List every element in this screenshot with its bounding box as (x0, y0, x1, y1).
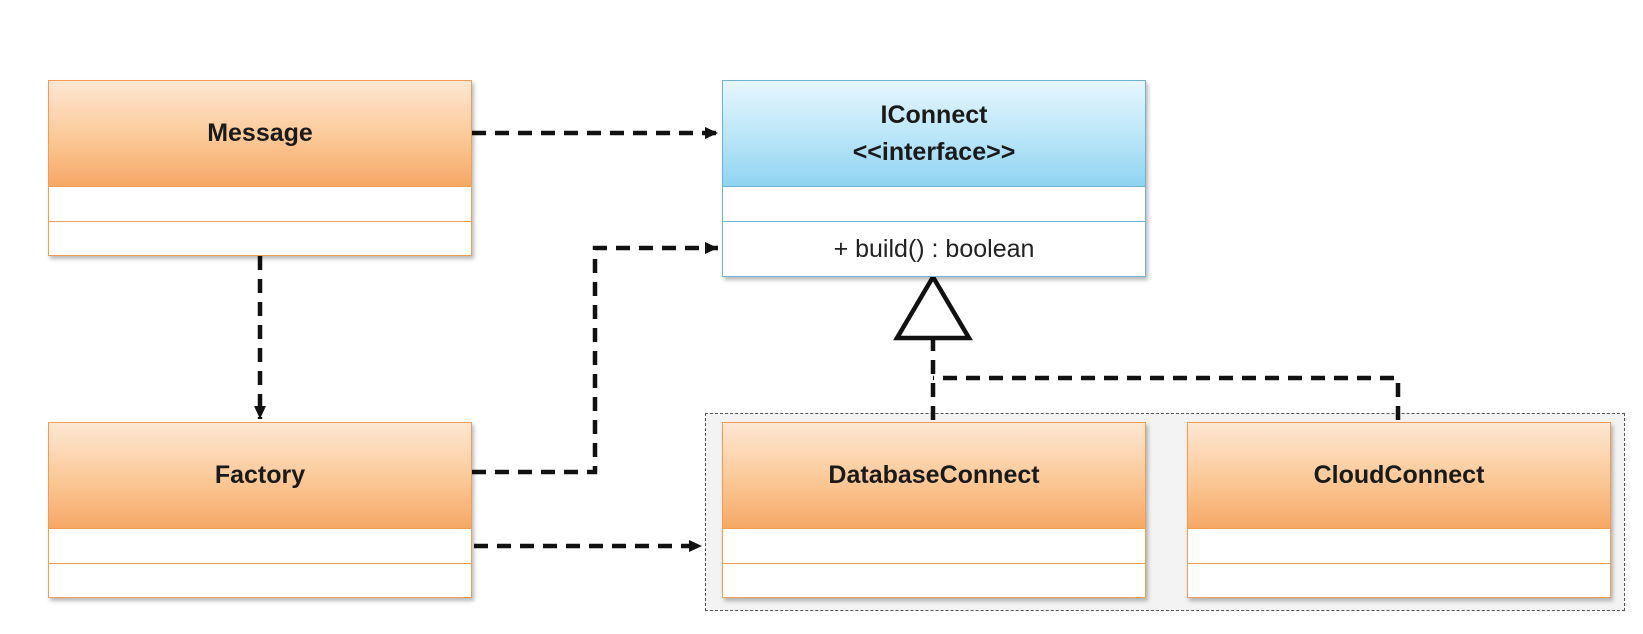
class-factory-methods (49, 564, 471, 597)
class-factory[interactable]: Factory (48, 422, 472, 598)
class-database-connect-title: DatabaseConnect (723, 423, 1145, 529)
class-factory-attributes (49, 529, 471, 564)
interface-iconnect-attributes (723, 187, 1145, 222)
interface-iconnect-name: IConnect (880, 101, 988, 130)
interface-iconnect-build-method: + build() : boolean (833, 234, 1035, 263)
interface-iconnect[interactable]: IConnect <<interface>> + build() : boole… (722, 80, 1146, 277)
class-message-title: Message (49, 81, 471, 187)
class-message-attributes (49, 187, 471, 222)
class-cloud-connect-title: CloudConnect (1188, 423, 1610, 529)
class-database-connect[interactable]: DatabaseConnect (722, 422, 1146, 598)
class-cloud-connect-attributes (1188, 529, 1610, 564)
class-cloud-connect-methods (1188, 564, 1610, 597)
dependency-factory-to-iconnect (472, 242, 718, 475)
interface-iconnect-methods: + build() : boolean (723, 222, 1145, 276)
class-cloud-connect-name: CloudConnect (1313, 461, 1485, 490)
class-factory-name: Factory (214, 461, 306, 490)
class-database-connect-name: DatabaseConnect (828, 461, 1040, 490)
class-database-connect-methods (723, 564, 1145, 597)
class-message-name: Message (207, 119, 313, 148)
realization-triangle-icon (893, 272, 973, 341)
realization-cloud-connect (933, 375, 1401, 420)
interface-iconnect-stereotype: <<interface>> (852, 137, 1016, 166)
interface-iconnect-title: IConnect <<interface>> (723, 81, 1145, 187)
class-cloud-connect[interactable]: CloudConnect (1187, 422, 1611, 598)
class-factory-title: Factory (49, 423, 471, 529)
class-database-connect-attributes (723, 529, 1145, 564)
class-message-methods (49, 222, 471, 255)
class-message[interactable]: Message (48, 80, 472, 256)
